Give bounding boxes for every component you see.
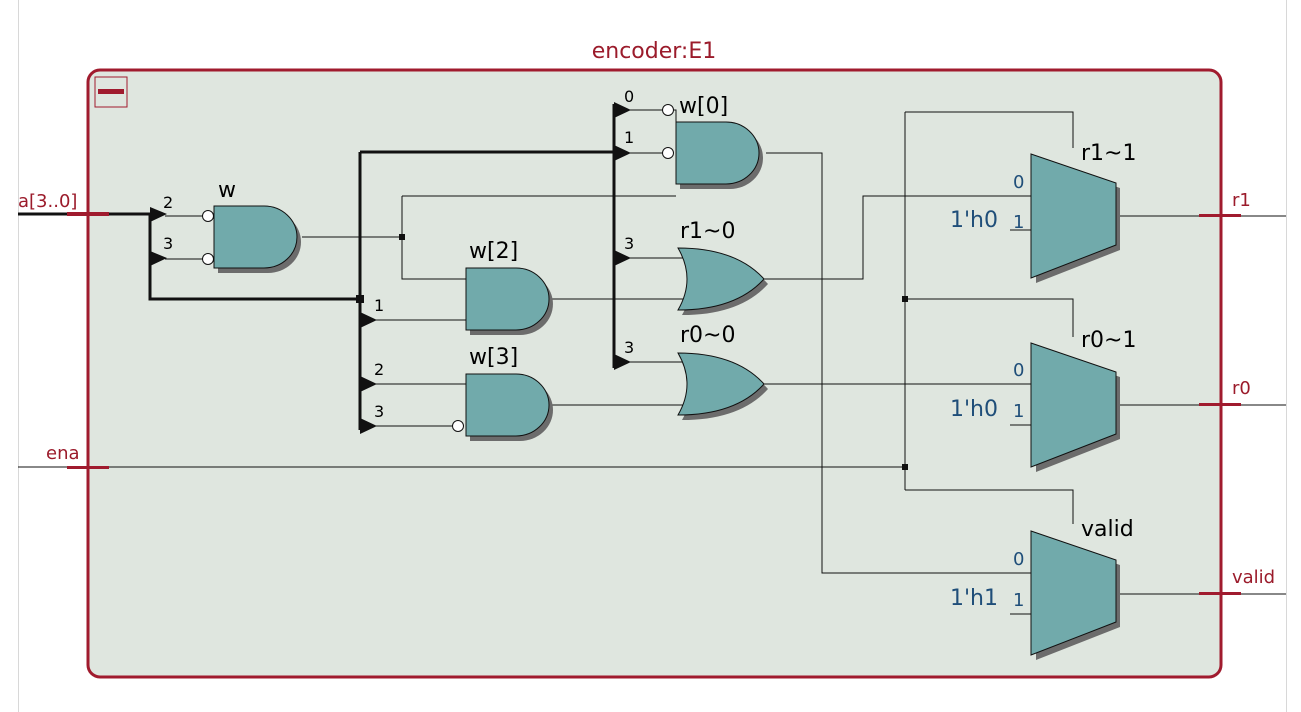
port-label-r1: r1 — [1232, 190, 1251, 211]
collapse-button[interactable] — [94, 76, 128, 108]
mux-input-label: 1 — [1013, 590, 1024, 611]
gate-label-r1-0: r1~0 — [680, 219, 735, 244]
pin-label: 0 — [624, 87, 634, 106]
port-label-a: a[3..0] — [18, 191, 77, 212]
inverter-bubble — [202, 253, 214, 265]
tap-arrow-icon — [614, 354, 631, 370]
inverter-bubble — [452, 420, 464, 432]
tap-arrow-icon — [360, 312, 377, 328]
pin-label: 3 — [163, 234, 173, 253]
mux-input-label: 1 — [1013, 401, 1024, 422]
port-label-valid: valid — [1232, 567, 1275, 588]
mux-input-label: 0 — [1013, 172, 1024, 193]
const-value: 1'h0 — [950, 208, 998, 233]
pin-label: 2 — [163, 193, 173, 212]
tap-arrow-icon — [150, 207, 167, 222]
tap-arrow-icon — [614, 145, 631, 161]
mux-input-label: 0 — [1013, 549, 1024, 570]
bus-taps — [150, 102, 631, 434]
pin-label: 3 — [624, 234, 634, 253]
port-label-r0: r0 — [1232, 378, 1251, 399]
inverter-bubble — [662, 147, 674, 159]
tap-arrow-icon — [614, 102, 631, 118]
port-r0[interactable] — [1199, 403, 1241, 406]
gate-label-w: w — [218, 178, 236, 203]
pin-label: 2 — [374, 360, 384, 379]
tap-arrow-icon — [150, 251, 167, 266]
mux-label-valid: valid — [1081, 517, 1134, 542]
port-valid[interactable] — [1199, 592, 1241, 595]
junction — [399, 234, 405, 240]
port-r1[interactable] — [1199, 214, 1241, 217]
gate-label-w3: w[3] — [469, 345, 518, 370]
module-title: encoder:E1 — [592, 39, 717, 64]
pin-label: 3 — [374, 402, 384, 421]
minus-icon — [98, 89, 124, 94]
gate-label-w2: w[2] — [469, 239, 518, 264]
junction — [356, 295, 364, 303]
port-ena[interactable] — [67, 466, 109, 469]
tap-arrow-icon — [360, 376, 377, 392]
mux-label-r1-1: r1~1 — [1081, 141, 1136, 166]
port-label-ena: ena — [46, 443, 80, 464]
pin-label: 1 — [624, 128, 634, 147]
gate-label-w0: w[0] — [679, 94, 728, 119]
mux-r0-1[interactable] — [1030, 342, 1120, 472]
pin-label: 1 — [374, 296, 384, 315]
mux-label-r0-1: r0~1 — [1081, 328, 1136, 353]
inverter-bubble — [662, 104, 674, 116]
or-gate-r0-0[interactable] — [677, 352, 768, 420]
and-gate-w0[interactable] — [662, 104, 764, 190]
inverter-bubble — [202, 210, 214, 222]
junctions — [356, 234, 908, 470]
tap-arrow-icon — [360, 418, 377, 434]
mux-valid[interactable] — [1030, 530, 1120, 660]
tap-arrow-icon — [614, 250, 631, 266]
gate-label-r0-0: r0~0 — [680, 323, 735, 348]
and-gate-w2[interactable] — [465, 267, 553, 335]
mux-input-label: 1 — [1013, 212, 1024, 233]
and-gate-w3[interactable] — [452, 373, 554, 441]
port-a[interactable] — [67, 212, 109, 216]
junction — [902, 296, 908, 302]
mux-r1-1[interactable] — [1030, 153, 1120, 283]
const-value: 1'h1 — [950, 586, 998, 611]
mux-input-label: 0 — [1013, 360, 1024, 381]
module-box[interactable] — [86, 68, 1223, 679]
const-value: 1'h0 — [950, 397, 998, 422]
junction — [902, 464, 908, 470]
pin-label: 3 — [624, 338, 634, 357]
or-gate-r1-0[interactable] — [677, 247, 768, 315]
and-gate-w[interactable] — [202, 205, 302, 273]
